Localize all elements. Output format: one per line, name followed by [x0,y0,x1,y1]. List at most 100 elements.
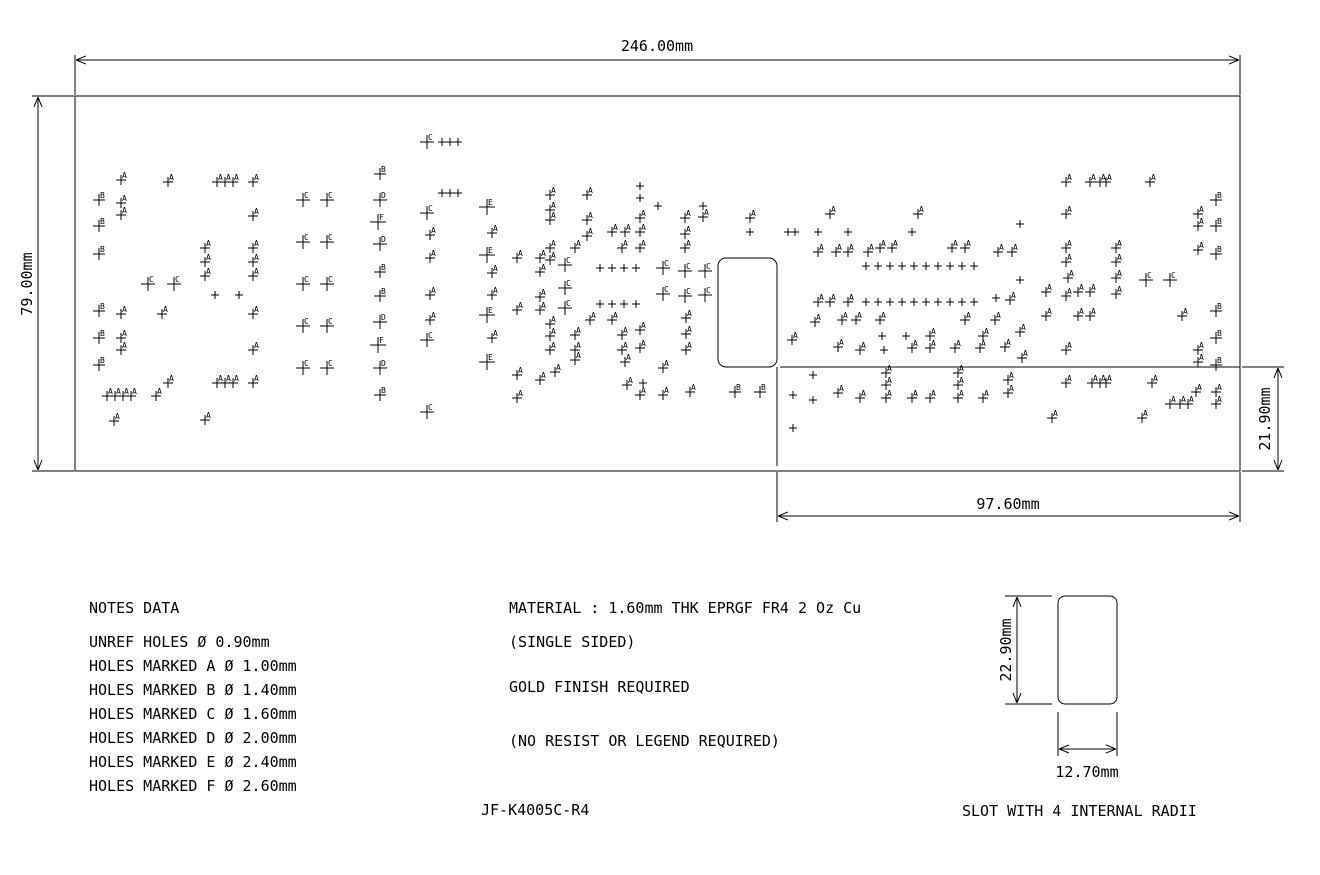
hole-letter: E [488,198,493,207]
drill-hole: A [487,264,498,278]
drill-hole [438,138,446,146]
drill-hole [446,138,454,146]
hole-letter: A [691,383,696,392]
hole-letter: A [122,341,127,350]
drill-hole [886,298,894,306]
drill-hole: A [813,243,824,257]
drill-hole [235,291,243,299]
drill-hole: A [228,173,239,187]
drill-hole: A [1087,374,1098,388]
hole-letter: C [706,286,711,295]
drill-hole: A [1175,395,1186,409]
hole-letter: C [686,287,691,296]
drill-hole: B [1210,329,1222,344]
drill-hole: A [825,205,836,219]
drill-hole: A [200,239,211,253]
hole-letter: A [122,171,127,180]
hole-letter: A [226,173,231,182]
slot-detail-outline [1057,595,1118,705]
hole-letter: A [163,305,168,314]
drill-hole: A [1047,409,1058,423]
board-outline [74,95,1241,472]
drill-hole: A [635,339,646,353]
hole-letter: A [623,341,628,350]
part-number: JF-K4005C-R4 [481,801,589,819]
drill-hole: A [745,209,756,223]
hole-letter: A [1067,374,1072,383]
drill-hole: A [1177,307,1188,321]
drill-hole: A [487,286,498,300]
drill-hole: A [990,311,1001,325]
drill-hole [922,262,930,270]
drill-hole: A [1061,287,1072,301]
drill-hole: A [635,239,646,253]
drill-hole: A [200,253,211,267]
hole-letter: A [664,386,669,395]
hole-letter: A [641,239,646,248]
drill-hole: A [512,301,523,315]
drill-hole: A [425,311,436,325]
hole-letter: A [1021,323,1026,332]
hole-letter: A [1101,173,1106,182]
hole-letter: A [234,374,239,383]
hole-letter: C [664,259,669,268]
drill-hole: A [248,374,259,388]
hole-letter: A [893,239,898,248]
drill-hole: A [248,267,259,281]
hole-letter: A [1101,374,1106,383]
hole-letter: C [706,262,711,271]
drill-hole: C [656,259,670,275]
drill-hole: A [248,341,259,355]
lower-height-dimension: 21.90mm [1242,366,1284,472]
hole-letter: A [628,376,633,385]
drill-hole: B [1210,217,1222,232]
drill-hole: A [851,311,862,325]
drill-hole: A [425,286,436,300]
hole-letter: A [996,311,1001,320]
drill-hole [946,262,954,270]
drill-hole: B [1210,356,1222,371]
drill-hole: A [582,227,593,241]
drill-hole: A [913,205,924,219]
hole-letter: A [551,251,556,260]
hole-letter: A [122,329,127,338]
hole-letter: A [254,207,259,216]
drill-hole: E [479,246,495,263]
hole-letter: F [379,213,384,222]
hole-letter: A [887,376,892,385]
hole-letter: B [1217,191,1222,200]
hole-letter: A [837,243,842,252]
hole-letter: C [304,359,309,368]
drill-hole: A [635,386,646,400]
hole-letter: A [704,208,709,217]
hole-letter: C [328,317,333,326]
drill-hole: C [678,287,692,303]
hole-letter: A [576,326,581,335]
hole-letter: A [1067,205,1072,214]
material-resist: (NO RESIST OR LEGEND REQUIRED) [509,732,780,750]
drill-hole: A [545,211,556,225]
hole-letter: A [686,209,691,218]
hole-letter: B [1217,245,1222,254]
note-hole-line: HOLES MARKED D Ø 2.00mm [89,729,297,747]
hole-letter: A [206,253,211,262]
drill-hole: A [1191,383,1202,397]
drill-hole: A [248,207,259,221]
hole-letter: A [588,211,593,220]
overall-height-label: 79.00mm [18,252,36,315]
drill-hole: A [978,389,989,403]
hole-letter: A [819,243,824,252]
hole-letter: A [931,389,936,398]
drill-hole [636,194,644,202]
drill-hole: C [558,279,572,295]
drill-hole: C [420,204,434,220]
hole-letter: A [1197,383,1202,392]
hole-letter: A [664,359,669,368]
drill-hole: A [102,387,113,401]
drill-hole: A [228,374,239,388]
hole-letter: A [641,321,646,330]
drill-hole: B [93,329,105,344]
drill-hole: E [479,306,495,323]
drill-hole: A [157,305,168,319]
hole-letter: D [381,359,386,368]
